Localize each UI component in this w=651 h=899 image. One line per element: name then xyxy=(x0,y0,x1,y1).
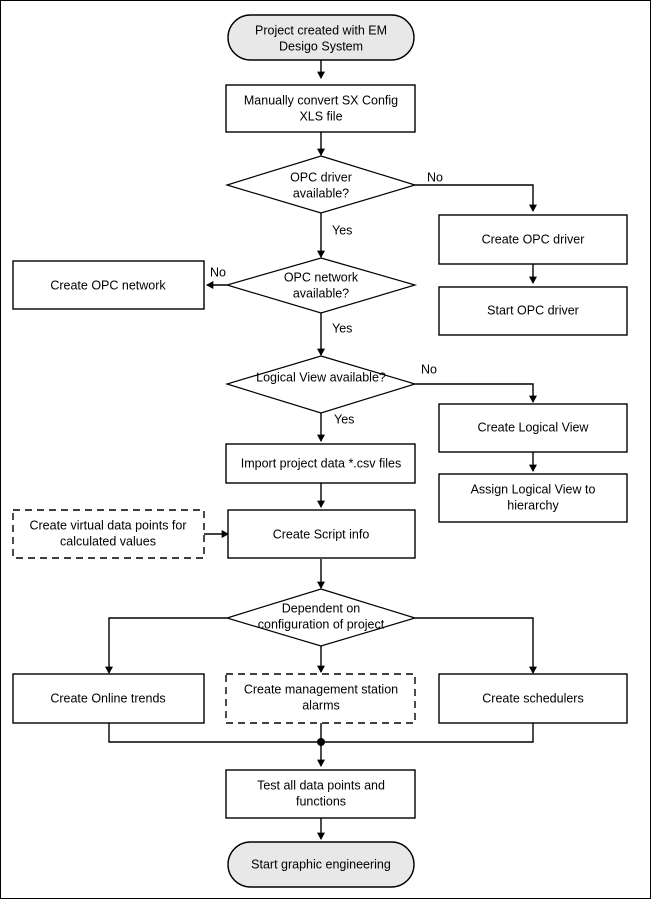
merge-junction-dot xyxy=(317,738,325,746)
node-dependent-question[interactable]: Dependent on configuration of project xyxy=(224,588,418,647)
node-create-schedulers-label: Create schedulers xyxy=(482,691,583,705)
connector-onlinetrends-merge xyxy=(108,723,321,743)
node-convert-xls-label-line2: XLS file xyxy=(299,109,342,123)
node-convert-xls-label-line1: Manually convert SX Config xyxy=(244,93,398,107)
connector-logicalviewq-no xyxy=(415,383,537,403)
node-opc-driver-question[interactable]: OPC driver available? xyxy=(224,155,418,214)
node-virtual-data-points-label-line2: calculated values xyxy=(60,534,156,548)
edge-label-logical-view-yes: Yes xyxy=(334,412,354,426)
node-create-opc-driver-label: Create OPC driver xyxy=(482,232,585,246)
node-test-all-label-line1: Test all data points and xyxy=(257,778,385,792)
node-opc-driver-question-label-line2: available? xyxy=(293,186,349,200)
connector-schedulers-merge xyxy=(321,723,534,743)
node-create-opc-network[interactable]: Create OPC network xyxy=(12,260,205,310)
edge-label-opc-network-no: No xyxy=(210,265,226,279)
node-create-logical-view-label: Create Logical View xyxy=(478,420,590,434)
node-start-opc-driver[interactable]: Start OPC driver xyxy=(438,286,628,336)
node-create-online-trends[interactable]: Create Online trends xyxy=(12,673,205,724)
node-virtual-data-points[interactable]: Create virtual data points for calculate… xyxy=(12,509,205,559)
edge-label-logical-view-no: No xyxy=(421,362,437,376)
node-import-csv[interactable]: Import project data *.csv files xyxy=(225,443,416,484)
node-start-label-line1: Project created with EM xyxy=(255,23,387,37)
node-opc-network-question-label-line2: available? xyxy=(293,286,349,300)
connectors xyxy=(105,60,537,840)
edge-label-opc-driver-no: No xyxy=(427,170,443,184)
node-logical-view-question[interactable]: Logical View available? xyxy=(224,355,418,414)
node-create-opc-driver[interactable]: Create OPC driver xyxy=(438,214,628,265)
node-assign-logical-view[interactable]: Assign Logical View to hierarchy xyxy=(438,473,628,523)
connector-dependentq-to-onlinetrends xyxy=(105,617,227,674)
connector-dependentq-to-schedulers xyxy=(415,617,537,674)
node-dependent-question-label-line2: configuration of project xyxy=(258,617,385,631)
node-create-online-trends-label: Create Online trends xyxy=(50,691,165,705)
node-opc-driver-question-label-line1: OPC driver xyxy=(290,170,352,184)
node-convert-xls[interactable]: Manually convert SX Config XLS file xyxy=(225,84,416,133)
node-create-script-info[interactable]: Create Script info xyxy=(227,509,416,559)
node-create-opc-network-label: Create OPC network xyxy=(50,278,166,292)
node-virtual-data-points-label-line1: Create virtual data points for xyxy=(29,518,186,532)
node-end-label: Start graphic engineering xyxy=(251,857,391,871)
node-opc-network-question[interactable]: OPC network available? xyxy=(224,257,418,314)
node-create-logical-view[interactable]: Create Logical View xyxy=(438,403,628,453)
node-mgmt-station-alarms-label-line2: alarms xyxy=(302,698,340,712)
node-create-script-info-label: Create Script info xyxy=(273,527,370,541)
node-start-label-line2: Desigo System xyxy=(279,39,363,53)
node-test-all-label-line2: functions xyxy=(296,794,346,808)
node-dependent-question-label-line1: Dependent on xyxy=(282,601,361,615)
node-assign-logical-view-label-line2: hierarchy xyxy=(507,498,559,512)
edge-label-opc-driver-yes: Yes xyxy=(332,223,352,237)
node-start[interactable]: Project created with EM Desigo System xyxy=(227,14,415,61)
node-mgmt-station-alarms[interactable]: Create management station alarms xyxy=(225,673,416,724)
node-opc-network-question-label-line1: OPC network xyxy=(284,270,359,284)
node-mgmt-station-alarms-label-line1: Create management station xyxy=(244,682,398,696)
connector-opcdriverq-no xyxy=(415,184,537,212)
edge-label-opc-network-yes: Yes xyxy=(332,321,352,335)
node-test-all[interactable]: Test all data points and functions xyxy=(225,769,416,819)
node-start-opc-driver-label: Start OPC driver xyxy=(487,303,579,317)
node-logical-view-question-label: Logical View available? xyxy=(256,370,386,384)
node-assign-logical-view-label-line1: Assign Logical View to xyxy=(471,482,596,496)
node-import-csv-label: Import project data *.csv files xyxy=(241,456,401,470)
node-create-schedulers[interactable]: Create schedulers xyxy=(438,673,628,724)
node-end[interactable]: Start graphic engineering xyxy=(227,841,415,888)
